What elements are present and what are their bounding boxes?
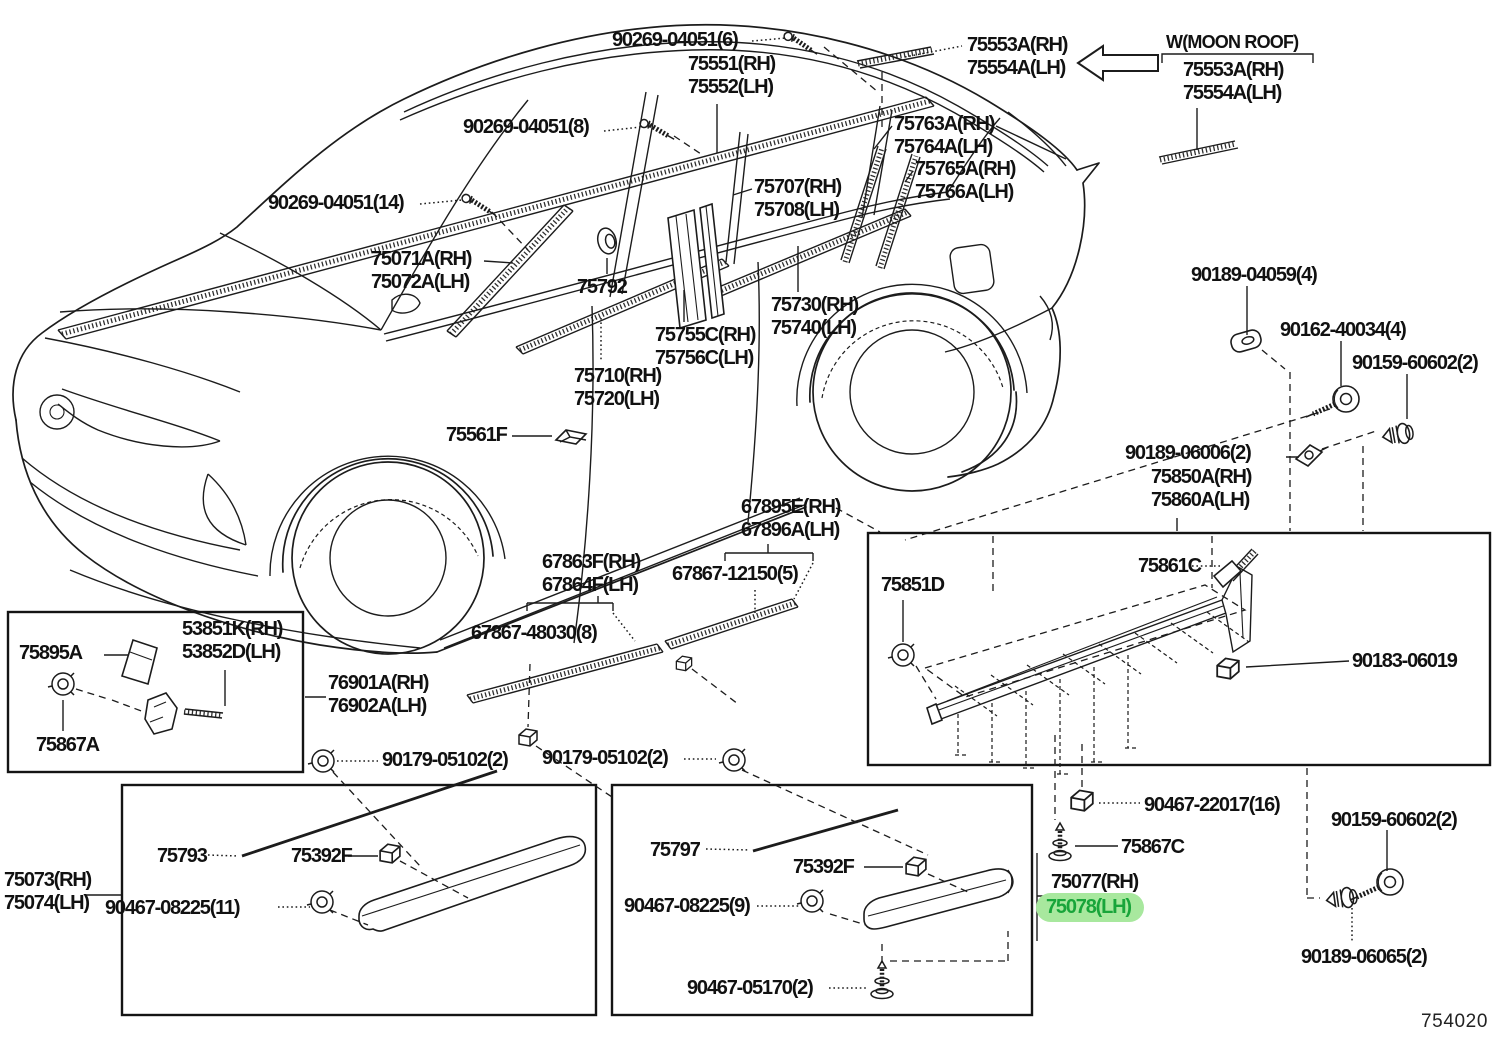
- rear-door-moulding-drawing: [752, 808, 1049, 999]
- clip-75851D-icon: [887, 643, 915, 667]
- part-label-75793[interactable]: 75793: [157, 845, 208, 867]
- part-label-90269-04051-14[interactable]: 90269-04051(14): [268, 192, 405, 214]
- part-label-90467-22017[interactable]: 90467-22017(16): [1144, 794, 1281, 816]
- clip-90467-08225-icon: [796, 889, 824, 913]
- part-label-75071A-75072A[interactable]: 75071A(RH) 75072A(LH): [371, 248, 472, 293]
- part-label-75707-75708[interactable]: 75707(RH) 75708(LH): [754, 176, 842, 221]
- part-label-75755C-75756C[interactable]: 75755C(RH) 75756C(LH): [655, 324, 756, 369]
- part-label-53851K-53852D[interactable]: 53851K(RH) 53852D(LH): [182, 618, 283, 663]
- front-door-belt-moulding-strip: [515, 258, 730, 355]
- part-label-90179-05102-a[interactable]: 90179-05102(2): [382, 749, 509, 771]
- part-label-90159-60602-top[interactable]: 90159-60602(2): [1352, 352, 1479, 374]
- part-label-75073-75074[interactable]: 75073(RH) 75074(LH): [4, 869, 92, 914]
- car-body-drawing: [12, 23, 1100, 655]
- fender-parts-drawing: [47, 638, 224, 735]
- leader-lines: [62, 104, 1408, 896]
- part-label-90467-08225-9[interactable]: 90467-08225(9): [624, 895, 751, 917]
- rear-door-belt-moulding-strip: [713, 208, 912, 297]
- part-label-90183-06019[interactable]: 90183-06019: [1352, 650, 1458, 672]
- clip-75392F-icon: [905, 856, 927, 877]
- clip-icon: [518, 728, 538, 747]
- part-label-75765A-75766A[interactable]: 75765A(RH) 75766A(LH): [915, 158, 1016, 203]
- rocker-panel-moulding-drawing: [887, 548, 1259, 775]
- clip-90179-icon: [307, 749, 335, 773]
- quarter-window-moulding-strips: [840, 145, 921, 270]
- part-label-75850A-75860A[interactable]: 75850A(RH) 75860A(LH): [1151, 466, 1252, 511]
- grommet-75792-icon: [596, 227, 618, 255]
- screw-90162-icon: [1306, 386, 1359, 417]
- part-label-90189-04059[interactable]: 90189-04059(4): [1191, 264, 1318, 286]
- part-label-90467-05170[interactable]: 90467-05170(2): [687, 977, 814, 999]
- part-label-75561F[interactable]: 75561F: [446, 424, 508, 446]
- part-label-75551-75552[interactable]: 75551(RH) 75552(LH): [688, 53, 776, 98]
- assembly-dashed-lines: [332, 46, 1377, 899]
- clip-90183-icon: [1216, 657, 1240, 680]
- clip-75561F-icon: [554, 429, 588, 445]
- screw-icon: [460, 194, 499, 216]
- part-label-67895E-67896A[interactable]: 67895E(RH) 67896A(LH): [741, 496, 841, 541]
- roof-rail-clip-strip: [856, 46, 935, 69]
- screw-90159-icon: [1350, 869, 1403, 900]
- part-label-90189-06065[interactable]: 90189-06065(2): [1301, 946, 1428, 968]
- inset-box-fender-parts: [6, 610, 305, 774]
- moonroof-strip: [1158, 140, 1239, 165]
- part-label-75763A-75764A[interactable]: 75763A(RH) 75764A(LH): [894, 113, 995, 158]
- inset-box-rear-door-moulding: [610, 783, 1034, 1017]
- inset-box-rocker-moulding: [866, 531, 1492, 767]
- moonroof-note: W(MOON ROOF): [1166, 32, 1299, 52]
- inset-box-front-door-moulding: [120, 783, 598, 1017]
- pushpin-90159-icon: [1380, 421, 1416, 448]
- part-label-75792[interactable]: 75792: [577, 276, 628, 298]
- windshield-side-moulding-strip: [446, 204, 574, 338]
- part-label-75867A[interactable]: 75867A: [36, 734, 100, 756]
- part-label-75392F-b[interactable]: 75392F: [793, 856, 855, 878]
- part-label-75392F-a[interactable]: 75392F: [291, 845, 353, 867]
- part-label-90159-60602-bottom[interactable]: 90159-60602(2): [1331, 809, 1458, 831]
- clip-90179-icon: [718, 748, 746, 772]
- variant-arrow-icon: [1076, 44, 1159, 82]
- rocker-run-strips: [466, 598, 799, 705]
- screw-75867C-icon: [1049, 823, 1071, 861]
- part-label-90269-04051-6[interactable]: 90269-04051(6): [612, 29, 739, 51]
- screw-90467-05170-icon: [871, 961, 893, 999]
- part-label-67867-48030[interactable]: 67867-48030(8): [471, 622, 598, 644]
- screw-icon: [638, 119, 677, 140]
- dotted-leaders: [207, 37, 1353, 989]
- part-label-90269-04051-8[interactable]: 90269-04051(8): [463, 116, 590, 138]
- part-label-75867C[interactable]: 75867C: [1121, 836, 1185, 858]
- front-door-moulding-drawing: [241, 769, 587, 932]
- clip-90467-22017-icon: [1070, 789, 1094, 812]
- part-label-75730-75740[interactable]: 75730(RH) 75740(LH): [771, 294, 859, 339]
- clip-75392F-icon: [379, 843, 401, 864]
- part-label-90189-06006[interactable]: 90189-06006(2): [1125, 442, 1252, 464]
- part-label-90162-40034[interactable]: 90162-40034(4): [1280, 319, 1407, 341]
- part-label-75861C[interactable]: 75861C: [1138, 555, 1202, 577]
- part-label-76901A-76902A[interactable]: 76901A(RH) 76902A(LH): [328, 672, 429, 717]
- part-label-75851D[interactable]: 75851D: [881, 574, 945, 596]
- part-label-75797[interactable]: 75797: [650, 839, 701, 861]
- part-label-90179-05102-b[interactable]: 90179-05102(2): [542, 747, 669, 769]
- diagram-code: 754020: [1421, 1011, 1489, 1032]
- part-label-75710-75720[interactable]: 75710(RH) 75720(LH): [574, 365, 662, 410]
- part-label-75553A-75554A[interactable]: 75553A(RH) 75554A(LH): [967, 34, 1068, 79]
- part-label-75895A[interactable]: 75895A: [19, 642, 83, 664]
- part-label-75077[interactable]: 75077(RH): [1051, 871, 1139, 893]
- pillar-tape-strips: [667, 131, 749, 330]
- part-label-75078-highlighted[interactable]: 75078(LH): [1036, 893, 1144, 922]
- clip-90467-08225-icon: [306, 890, 334, 914]
- part-label-90467-08225-11[interactable]: 90467-08225(11): [105, 897, 241, 919]
- moonroof-bracket: [1161, 53, 1314, 63]
- part-label-67863F-67864F[interactable]: 67863F(RH) 67864F(LH): [542, 551, 641, 596]
- part-label-67867-12150[interactable]: 67867-12150(5): [672, 563, 799, 585]
- part-label-75553A-75554A-moonroof[interactable]: 75553A(RH) 75554A(LH): [1183, 59, 1284, 104]
- grommet-90189-04059-icon: [1230, 329, 1262, 353]
